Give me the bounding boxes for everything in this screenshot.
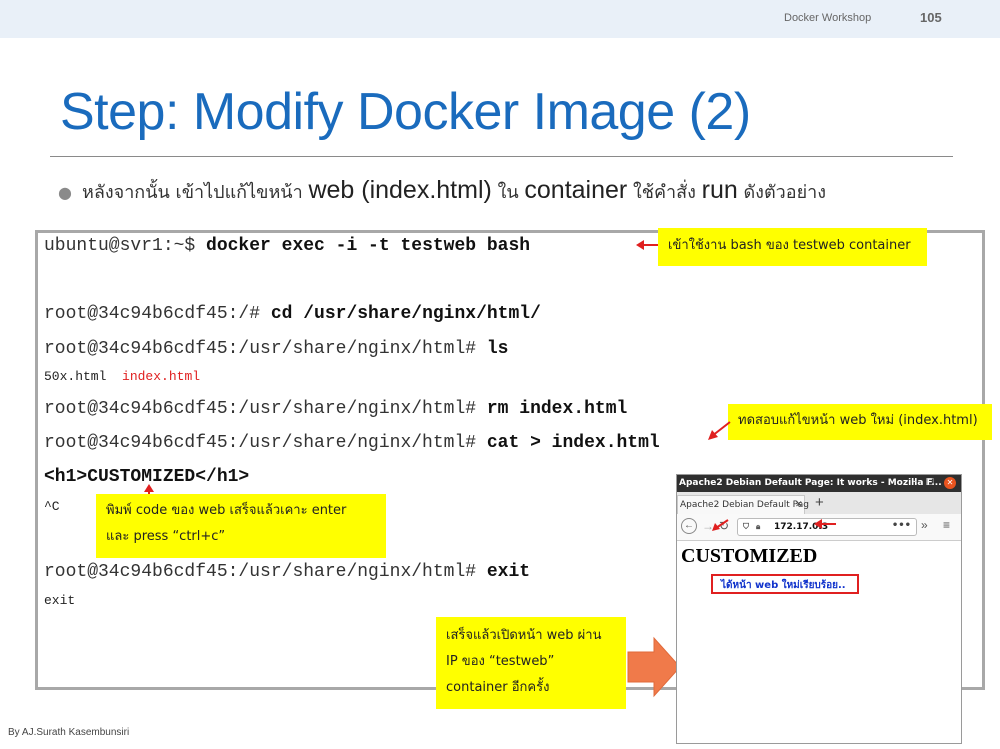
close-icon[interactable]: ✕	[944, 477, 956, 489]
slide-title: Step: Modify Docker Image (2)	[60, 83, 751, 141]
arrow-diagonal-icon	[708, 421, 731, 440]
terminal-line-cd: root@34c94b6cdf45:/# cd /usr/share/nginx…	[44, 304, 541, 324]
command: cat > index.html	[486, 433, 660, 453]
reload-icon[interactable]: ↻	[719, 519, 730, 533]
terminal-line-exec: ubuntu@svr1:~$ docker exec -i -t testweb…	[44, 236, 530, 256]
overflow-icon[interactable]: »	[921, 518, 928, 532]
browser-window-title: Apache2 Debian Default Page: It works - …	[679, 478, 942, 488]
command: docker exec -i -t testweb bash	[206, 236, 531, 256]
note-bash: เข้าใช้งาน bash ของ testweb container	[658, 228, 927, 266]
bullet-part2: ใน	[491, 182, 525, 203]
note-open-web: เสร็จแล้วเปิดหน้า web ผ่าน IP ของ “testw…	[436, 617, 626, 709]
note-line: และ press “ctrl+c”	[106, 529, 226, 544]
prompt: root@34c94b6cdf45:/usr/share/nginx/html#	[44, 339, 487, 359]
prompt: root@34c94b6cdf45:/usr/share/nginx/html#	[44, 433, 487, 453]
note-line: IP ของ “testweb”	[446, 654, 555, 669]
bullet-part4: ดังตัวอย่าง	[737, 182, 827, 203]
command: rm index.html	[486, 399, 628, 419]
arrow-url-icon	[814, 519, 836, 529]
prompt: root@34c94b6cdf45:/usr/share/nginx/html#	[44, 562, 487, 582]
bullet-web: web (index.html)	[308, 176, 492, 204]
terminal-line-ls: root@34c94b6cdf45:/usr/share/nginx/html#…	[44, 339, 508, 359]
command: exit	[486, 562, 531, 582]
menu-icon[interactable]: ≡	[943, 518, 951, 532]
forward-icon[interactable]: →	[702, 519, 714, 533]
ls-output: 50x.html index.html	[44, 369, 200, 384]
tab-label: Apache2 Debian Default Pag	[680, 500, 809, 510]
note-line: เสร็จแล้วเปิดหน้า web ผ่าน	[446, 628, 602, 643]
bullet-container: container	[524, 176, 628, 204]
note-type-code: พิมพ์ code ของ web เสร็จแล้วเคาะ enter แ…	[96, 494, 386, 558]
note-line: container อีกครั้ง	[446, 680, 550, 695]
url-bar[interactable]: ⛉ 🔒︎ 172.17.0.3 •••	[737, 518, 917, 536]
bullet-part3: ใช้คำสั่ง	[627, 182, 702, 203]
terminal-line-rm: root@34c94b6cdf45:/usr/share/nginx/html#…	[44, 399, 627, 419]
minimize-icon[interactable]: –	[912, 477, 918, 487]
new-tab-icon[interactable]: +	[815, 494, 824, 511]
bullet-dot-icon: ●	[58, 183, 72, 202]
tab-close-icon[interactable]: ✕	[795, 499, 803, 509]
browser-tab-strip: Apache2 Debian Default Pag ✕ +	[677, 492, 961, 514]
footer-author: By AJ.Surath Kasembunsiri	[8, 727, 130, 738]
prompt: ubuntu@svr1:~$	[44, 236, 207, 256]
header-bar	[0, 0, 1000, 38]
big-arrow-right-icon	[627, 636, 681, 698]
more-icon[interactable]: •••	[891, 520, 911, 531]
url-text: 172.17.0.3	[774, 522, 829, 532]
bullet-run: run	[701, 176, 738, 204]
bullet-part1: หลังจากนั้น เข้าไปแก้ไขหน้า	[81, 182, 309, 203]
file-50x: 50x.html	[44, 369, 107, 384]
annotation-box: ได้หน้า web ใหม่เรียบร้อย..	[711, 574, 859, 594]
terminal-line-html: <h1>CUSTOMIZED</h1>	[44, 467, 250, 487]
terminal-line-cat: root@34c94b6cdf45:/usr/share/nginx/html#…	[44, 433, 660, 453]
browser-tab[interactable]: Apache2 Debian Default Pag	[677, 495, 809, 514]
ctrl-c-output: ^C	[44, 499, 60, 514]
lock-icon: 🔒︎	[756, 522, 761, 531]
command: ls	[486, 339, 509, 359]
page-number: 105	[920, 10, 942, 25]
shield-icon: ⛉	[743, 522, 749, 531]
workshop-label: Docker Workshop	[784, 12, 872, 24]
command: cd /usr/share/nginx/html/	[270, 304, 541, 324]
maximize-icon[interactable]: □	[925, 477, 934, 487]
note-test: ทดสอบแก้ไขหน้า web ใหม่ (index.html)	[728, 404, 992, 440]
browser-window: Apache2 Debian Default Page: It works - …	[676, 474, 962, 744]
note-line: พิมพ์ code ของ web เสร็จแล้วเคาะ enter	[106, 503, 347, 518]
browser-titlebar: Apache2 Debian Default Page: It works - …	[677, 475, 961, 492]
arrow-reload-icon	[712, 519, 729, 531]
arrow-left-icon	[636, 240, 658, 250]
page-heading: CUSTOMIZED	[681, 545, 818, 567]
prompt: root@34c94b6cdf45:/#	[44, 304, 271, 324]
browser-nav-bar: ← → ↻ ⛉ 🔒︎ 172.17.0.3 ••• » ≡	[677, 514, 961, 541]
prompt: root@34c94b6cdf45:/usr/share/nginx/html#	[44, 399, 487, 419]
bullet-text: ● หลังจากนั้น เข้าไปแก้ไขหน้า web (index.…	[58, 176, 826, 206]
file-index: index.html	[122, 369, 201, 384]
back-icon[interactable]: ←	[681, 518, 697, 534]
terminal-line-exit: root@34c94b6cdf45:/usr/share/nginx/html#…	[44, 562, 530, 582]
exit-output: exit	[44, 593, 76, 608]
title-divider	[50, 156, 953, 157]
